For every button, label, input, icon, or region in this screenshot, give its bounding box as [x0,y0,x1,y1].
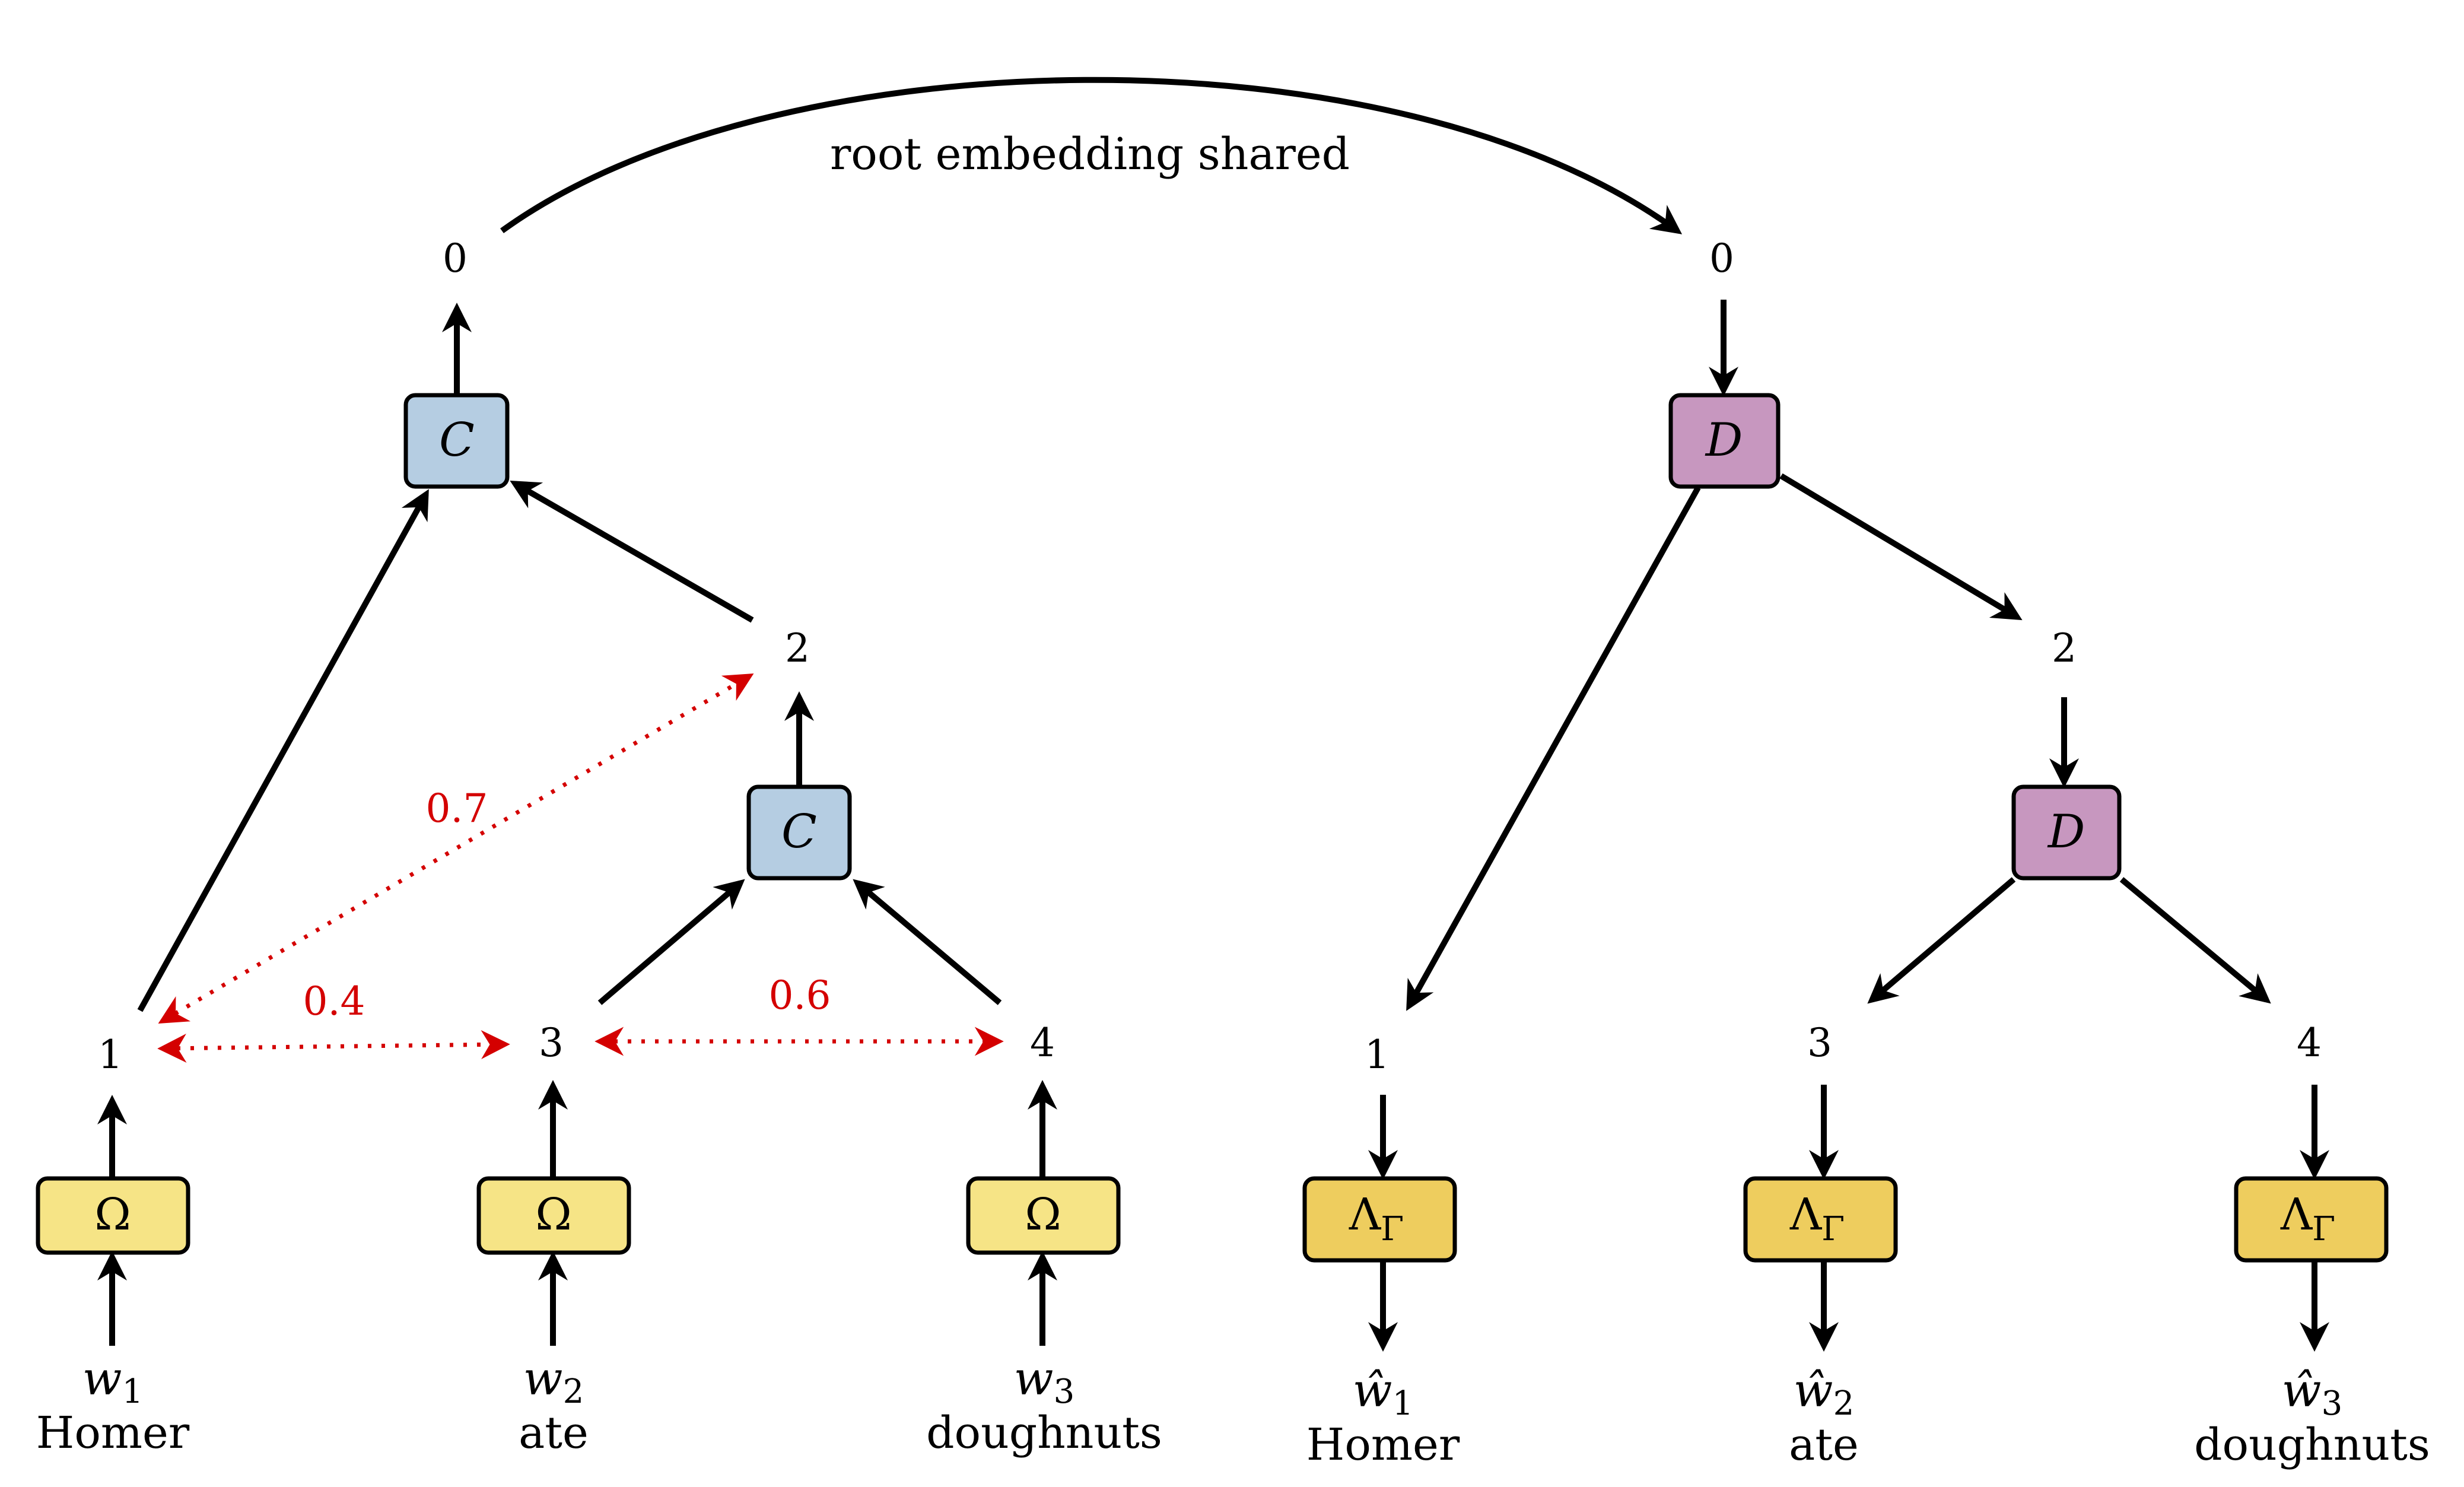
decomposer-box-root: D [1668,393,1781,489]
decoder-tree: 0 2 1 3 4 D D ΛΓ ΛΓ ΛΓ ŵ1 Homer ŵ [1302,236,2430,1470]
output-word-1: ŵ1 Homer [1306,1364,1460,1470]
lambda-box-2: ΛΓ [1743,1176,1898,1263]
edge-n4-to-c2 [853,879,1002,1005]
attention-weight-n1-n2: 0.7 [426,786,488,831]
encoder-node-3: 3 [539,1020,564,1066]
decoder-node-1: 1 [1365,1032,1390,1078]
svg-text:Ω: Ω [535,1189,571,1240]
edge-d2-to-n4 [2119,877,2271,1004]
svg-text:D: D [1705,414,1743,467]
svg-text:ate: ate [519,1407,589,1459]
svg-text:w2: w2 [523,1352,584,1411]
edge-n1-to-c1 [137,489,429,1012]
edge-d2-to-n3 [1867,877,2016,1004]
omega-box-2: Ω [476,1176,631,1255]
lambda-box-1: ΛΓ [1302,1176,1457,1263]
decoder-node-3: 3 [1807,1020,1832,1066]
svg-text:D: D [2047,805,2085,859]
omega-box-1: Ω [36,1176,190,1255]
svg-text:ΛΓ: ΛΓ [1349,1189,1404,1248]
output-word-2: ŵ2 ate [1789,1364,1859,1470]
svg-text:ŵ3: ŵ3 [2282,1364,2342,1423]
composer-box-root: C [403,393,510,489]
svg-text:doughnuts: doughnuts [926,1407,1162,1459]
svg-text:Ω: Ω [1025,1189,1061,1240]
svg-text:ΛΓ: ΛΓ [2280,1189,2335,1248]
edge-n2-to-c1 [510,481,754,623]
encoder-node-2: 2 [785,625,810,671]
input-word-1: w1 Homer [36,1352,190,1459]
edge-n3-to-c2 [597,879,745,1005]
root-shared-arc [500,77,1683,234]
svg-text:Ω: Ω [94,1189,131,1240]
arc-label: root embedding shared [830,129,1350,180]
svg-text:w1: w1 [82,1352,143,1411]
encoder-node-4: 4 [1030,1020,1055,1066]
encoder-node-1: 1 [98,1032,123,1078]
svg-text:w3: w3 [1014,1352,1074,1411]
decoder-node-2: 2 [2052,625,2077,671]
encoder-node-0: 0 [443,236,468,281]
svg-text:ŵ2: ŵ2 [1794,1364,1854,1423]
edge-d1-to-n1 [1406,486,1701,1011]
input-word-2: w2 ate [519,1352,589,1459]
svg-text:ŵ1: ŵ1 [1353,1364,1413,1423]
attention-link-n1-n3 [157,1030,510,1063]
attention-weight-n3-n4: 0.6 [769,973,831,1018]
svg-text:C: C [781,805,817,859]
input-word-3: w3 doughnuts [926,1352,1162,1459]
attention-link-n1-n2 [158,673,754,1024]
composer-box-inner: C [746,784,852,881]
svg-text:Homer: Homer [1306,1419,1460,1470]
output-word-3: ŵ3 doughnuts [2194,1364,2430,1470]
svg-text:ΛΓ: ΛΓ [1789,1189,1845,1248]
svg-text:C: C [439,414,475,467]
attention-weight-n1-n3: 0.4 [303,978,365,1024]
decomposer-box-inner: D [2011,784,2122,881]
omega-box-3: Ω [966,1176,1121,1255]
svg-text:ate: ate [1789,1419,1859,1470]
svg-text:Homer: Homer [36,1407,190,1459]
edge-d1-to-n2 [1779,473,2023,621]
lambda-box-3: ΛΓ [2234,1176,2389,1263]
decoder-node-0: 0 [1709,236,1734,281]
decoder-node-4: 4 [2297,1020,2322,1066]
encoder-tree: 0.7 0.4 0.6 0 2 1 3 4 C C Ω Ω Ω [36,236,1162,1459]
svg-text:doughnuts: doughnuts [2194,1419,2430,1470]
